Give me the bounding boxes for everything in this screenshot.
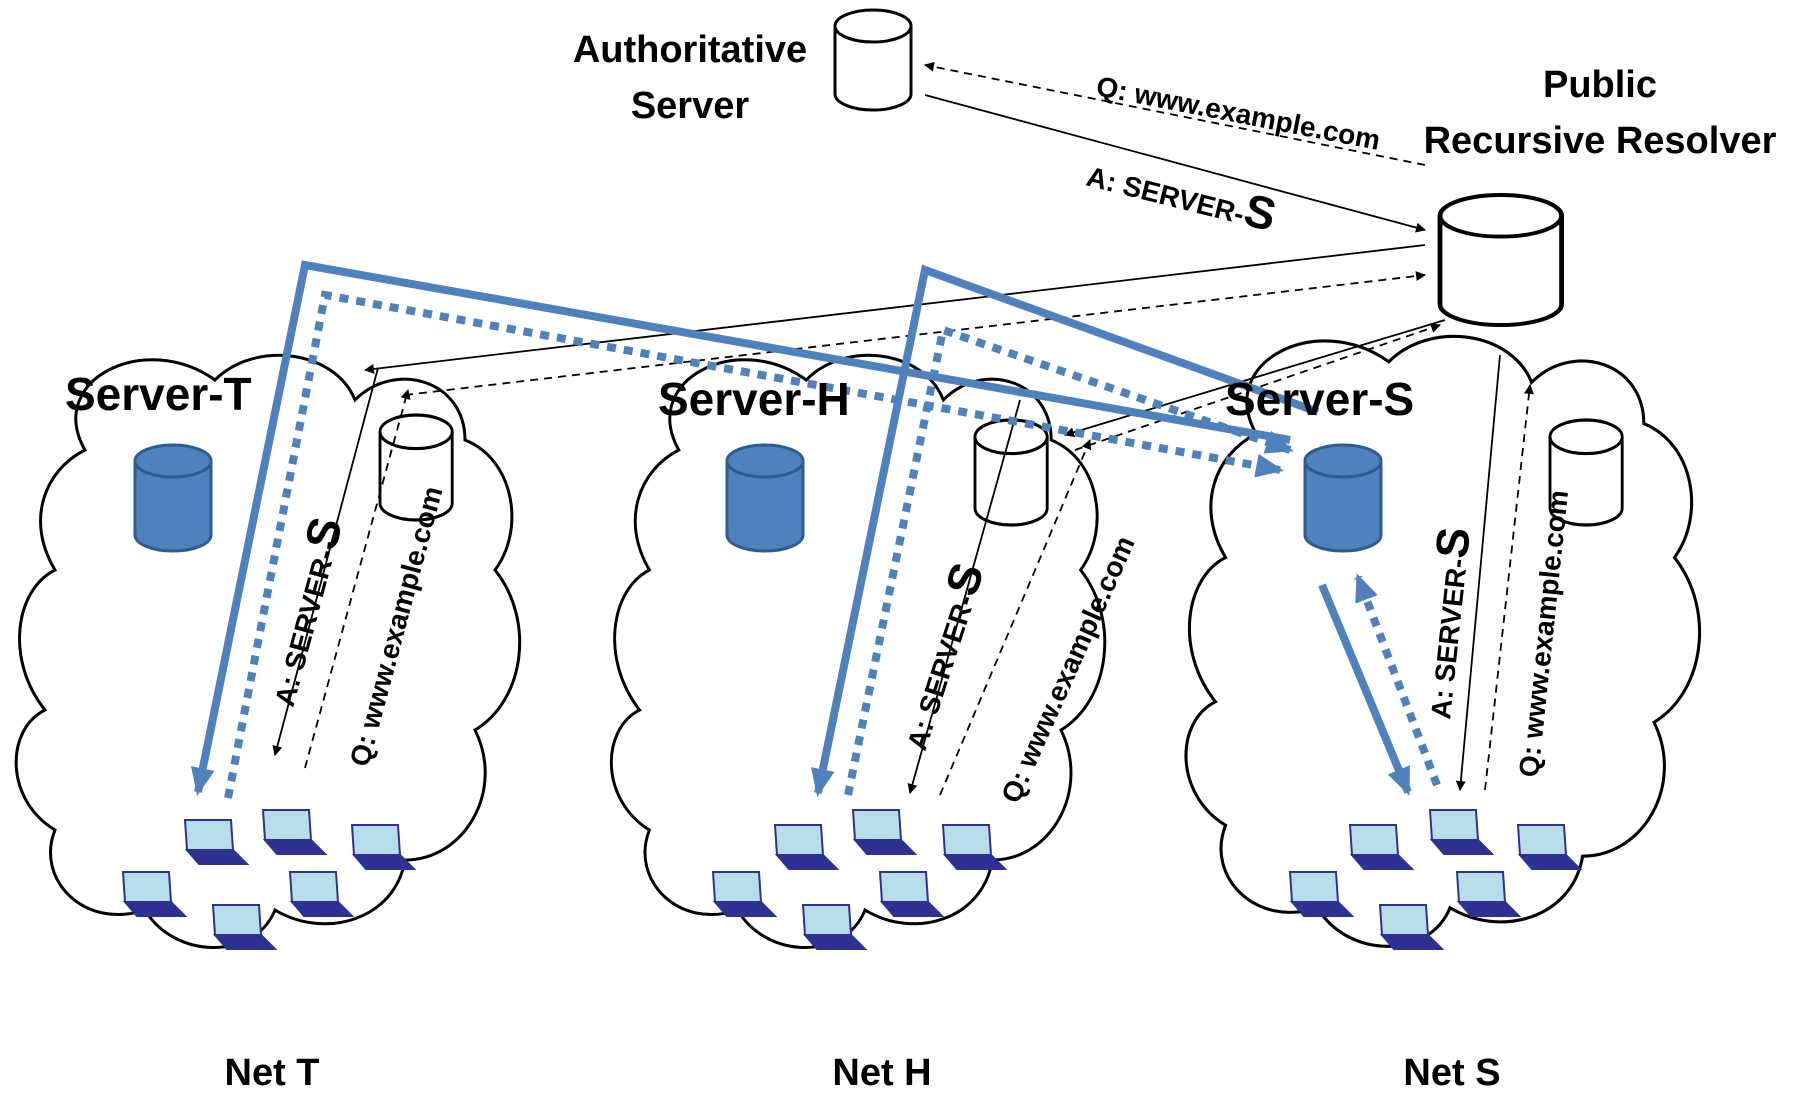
query-from-net-t-arrow [404, 271, 1426, 396]
dns-message-arrows [272, 61, 1534, 796]
net-h-request-to-server-s-arrow [844, 324, 1294, 796]
answer-net-h-down-arrow [907, 399, 1021, 794]
traffic-arrows [191, 260, 1441, 799]
server-h-label: Server-H [658, 373, 850, 425]
query-to-authoritative-arrow [924, 61, 1426, 166]
answer-net-t-down-arrow [272, 367, 379, 756]
server-s-response-to-net-s-arrow [1318, 583, 1412, 796]
net-s-label: Net S [1403, 1052, 1500, 1094]
server-s-response-to-net-t-arrow [191, 260, 1291, 796]
public-resolver-label-line2: Recursive Resolver [1424, 120, 1777, 162]
query-net-t-up-arrow [304, 389, 411, 769]
query-net-s-up-arrow [1484, 384, 1534, 791]
authoritative-db-icon [833, 8, 913, 112]
server-t-label: Server-T [65, 368, 252, 420]
server-h-db-icon [725, 443, 805, 553]
svg-text:Q: www.example.com: Q: www.example.com [1094, 70, 1383, 155]
server-t-db-icon [133, 443, 213, 553]
public-resolver-label-line1: Public [1543, 64, 1657, 106]
svg-text:A: SERVER-S: A: SERVER-S [1083, 144, 1282, 241]
answer-label-top: A: SERVER-S [1083, 144, 1282, 241]
net-t-request-to-server-s-arrow [224, 290, 1284, 799]
server-s-db-icon [1303, 443, 1383, 553]
server-s-label: Server-S [1225, 373, 1414, 425]
authoritative-server-label-line2: Server [631, 85, 750, 127]
local-resolver-h-db-icon [973, 418, 1049, 527]
answer-to-net-t-arrow [364, 244, 1426, 374]
net-s-request-to-server-s-arrow [1354, 573, 1441, 787]
answer-to-net-h-arrow [1064, 319, 1446, 438]
answer-from-authoritative-arrow [924, 94, 1426, 233]
authoritative-server-label-line1: Authoritative [573, 29, 807, 71]
server-s-response-to-net-h-arrow [811, 264, 1320, 797]
net-t-label: Net T [225, 1052, 320, 1094]
net-h-label: Net H [832, 1052, 931, 1094]
query-label-top: Q: www.example.com [1094, 70, 1383, 155]
answer-net-s-down-arrow [1455, 354, 1501, 791]
public-resolver-db-icon [1440, 195, 1562, 325]
